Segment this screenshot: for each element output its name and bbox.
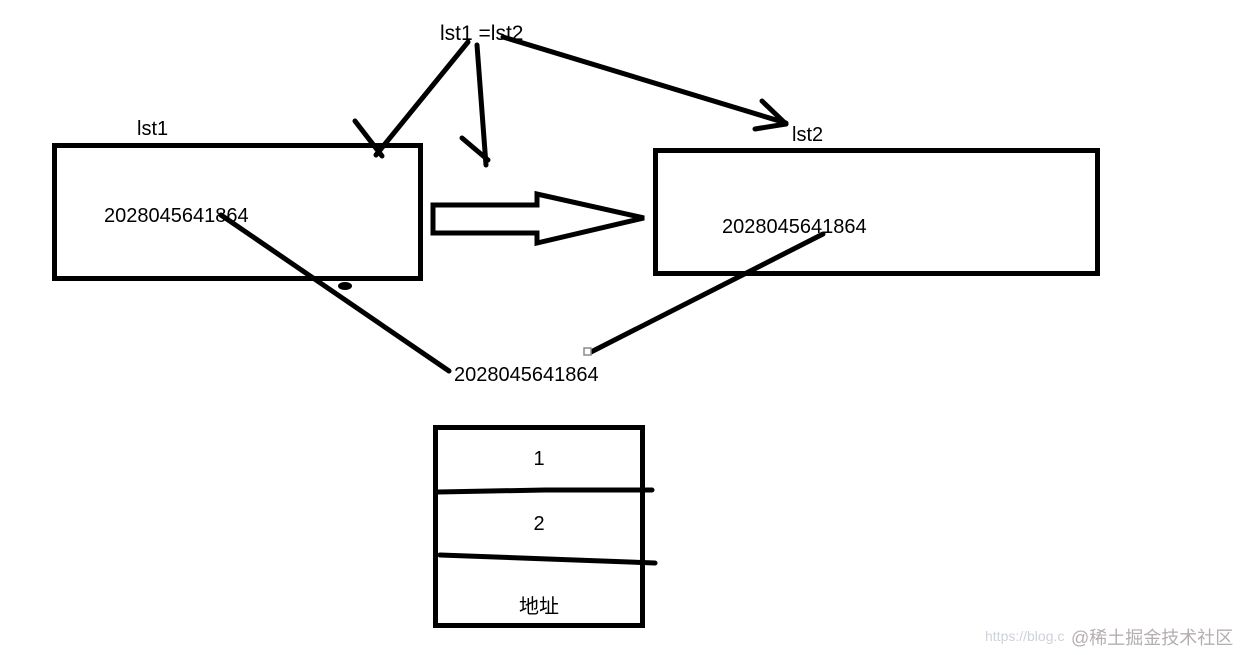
expression-label: lst1 =lst2 bbox=[440, 22, 524, 45]
shared-address-label: 2028045641864 bbox=[454, 364, 599, 386]
address-table: 1 2 地址 bbox=[433, 425, 645, 628]
lst2-value: 2028045641864 bbox=[722, 216, 867, 238]
selection-handle bbox=[583, 347, 592, 356]
ink-dot bbox=[338, 282, 352, 290]
arrow-expression-down-icon bbox=[459, 42, 491, 168]
arrow-expression-to-lst2-icon bbox=[500, 34, 789, 132]
lst1-value: 2028045641864 bbox=[104, 205, 249, 227]
lst1-box: 2028045641864 bbox=[52, 143, 423, 281]
right-block-arrow-icon bbox=[430, 190, 645, 247]
arrow-expression-to-lst1-icon bbox=[352, 39, 471, 159]
lst2-label: lst2 bbox=[792, 124, 824, 146]
table-cell-row2: 2 bbox=[533, 513, 545, 535]
lst1-label: lst1 bbox=[137, 118, 169, 140]
table-cell-row3: 地址 bbox=[519, 596, 559, 618]
table-cell-row1: 1 bbox=[533, 448, 545, 470]
watermark-brand: @稀土掘金技术社区 bbox=[1071, 628, 1234, 648]
lst2-box: 2028045641864 bbox=[653, 148, 1100, 276]
watermark-url: https://blog.c bbox=[985, 628, 1065, 644]
